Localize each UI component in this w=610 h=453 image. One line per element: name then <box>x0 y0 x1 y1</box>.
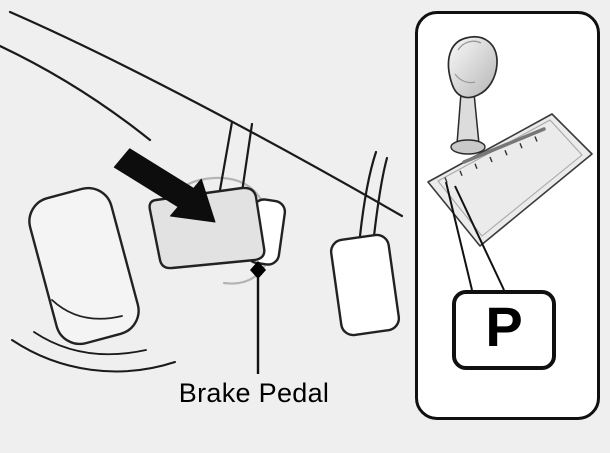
brake-pedal-arm <box>218 120 254 194</box>
brake-pedal-label: Brake Pedal <box>178 378 330 408</box>
press-arrow-icon <box>113 148 216 223</box>
shifter-inset-panel: P <box>415 11 600 420</box>
brake-label-pointer <box>250 261 266 374</box>
floor-fold-lines <box>11 331 176 373</box>
dashboard-contours <box>0 10 404 218</box>
shift-knob <box>447 36 498 99</box>
gear-position-marks <box>444 136 538 183</box>
shift-gate-plate <box>427 113 593 247</box>
accelerator-pedal <box>329 150 401 337</box>
shift-lever <box>447 36 498 155</box>
park-callout-lines <box>445 181 505 291</box>
shift-lever-illustration <box>427 36 593 291</box>
footwell-shape <box>28 186 140 346</box>
park-position-box: P <box>452 290 556 370</box>
pointer-diamond-icon <box>250 261 266 279</box>
park-position-letter: P <box>485 295 523 358</box>
